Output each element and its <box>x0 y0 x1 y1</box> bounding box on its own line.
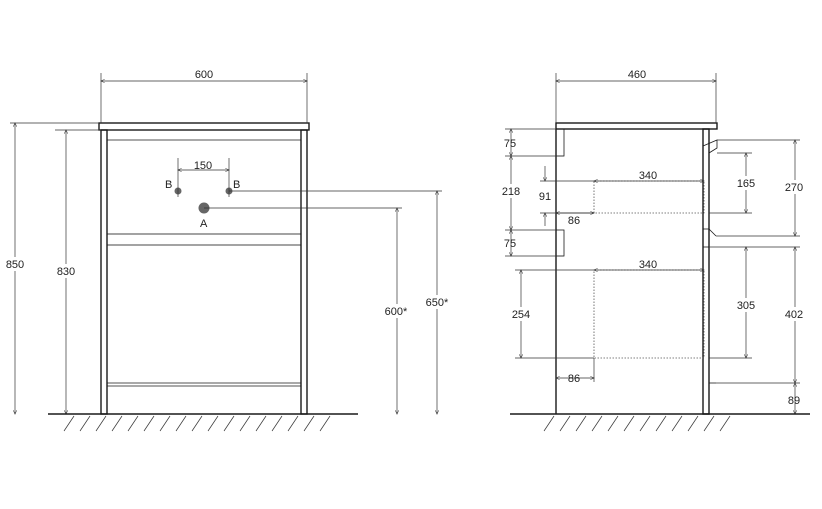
drain-height-dimension: 600* <box>385 306 408 318</box>
supply-height-dimension: 650* <box>426 297 449 309</box>
hole-spacing-dimension: 150 <box>194 160 212 172</box>
hole-a-label: A <box>200 218 208 230</box>
upper-section-dimension: 270 <box>785 182 803 194</box>
upper-drawer-depth-dimension: 340 <box>639 170 657 182</box>
front-right-post <box>300 129 308 415</box>
middle-panel-dimension: 75 <box>504 238 516 250</box>
side-top-back-panel <box>555 128 565 157</box>
side-top-front-stub <box>702 139 718 154</box>
lower-drawer-box <box>593 269 705 359</box>
side-countertop <box>555 122 718 130</box>
lower-section-dimension: 402 <box>785 309 803 321</box>
plinth-dimension: 89 <box>788 395 800 407</box>
front-body-height-dimension: 830 <box>57 266 75 278</box>
lower-drawer-offset-dimension: 86 <box>568 373 580 385</box>
lower-drawer-front-dimension: 305 <box>737 300 755 312</box>
lower-opening-dimension: 254 <box>512 309 530 321</box>
front-countertop <box>98 122 310 131</box>
front-left-post <box>100 129 108 415</box>
side-middle-front-stub <box>702 228 710 248</box>
upper-drawer-box <box>593 180 705 214</box>
hole-b-left-label: B <box>165 179 172 191</box>
side-ground-hatch <box>543 415 731 432</box>
upper-drawer-offset-dimension: 86 <box>568 215 580 227</box>
front-total-height-dimension: 850 <box>6 259 24 271</box>
top-panel-dimension: 75 <box>504 138 516 150</box>
front-middle-rail <box>106 233 302 246</box>
upper-drawer-height-dimension: 91 <box>539 191 551 203</box>
upper-opening-dimension: 218 <box>502 186 520 198</box>
side-middle-back-panel <box>555 229 565 257</box>
front-width-dimension: 600 <box>195 69 213 81</box>
lower-drawer-depth-dimension: 340 <box>639 259 657 271</box>
hole-b-right-label: B <box>233 179 240 191</box>
side-view: 460 75 218 75 91 86 340 254 340 <box>499 69 810 432</box>
front-view: B B A 150 600 850 830 600* 650* <box>4 69 453 432</box>
side-depth-dimension: 460 <box>628 69 646 81</box>
front-ground-hatch <box>63 415 331 432</box>
upper-drawer-front-dimension: 165 <box>737 178 755 190</box>
